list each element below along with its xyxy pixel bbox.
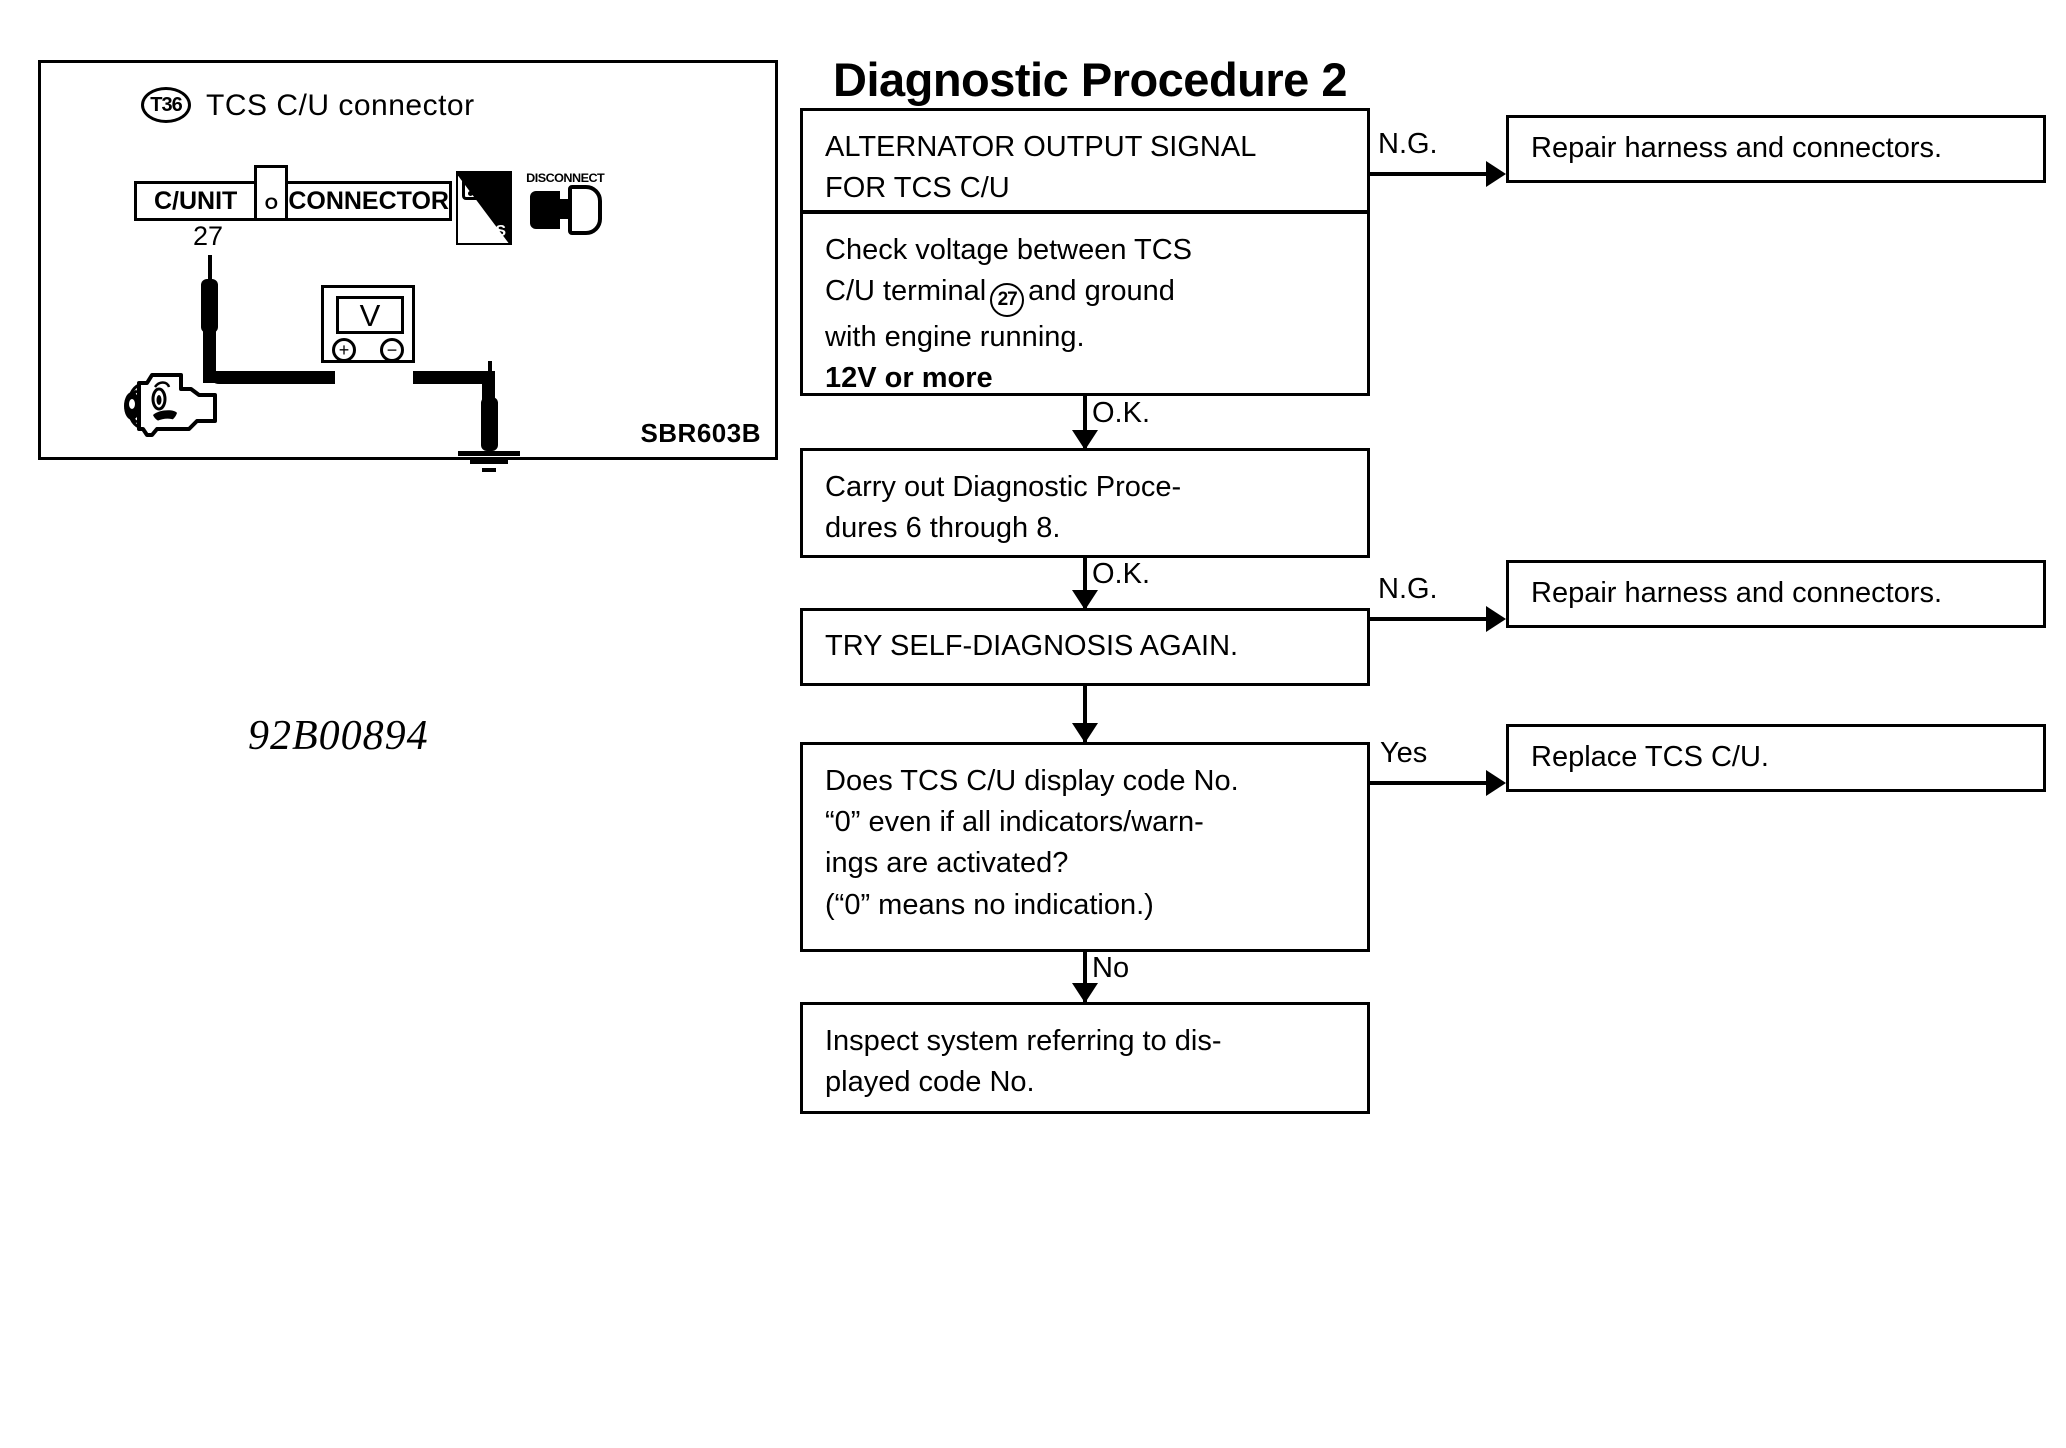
terminal-side-badge-icon: TS xyxy=(456,171,512,245)
ng1-line xyxy=(1370,172,1486,176)
figure-number: 92B00894 xyxy=(248,713,429,759)
illustration-panel: T36 TCS C/U connector C/UNIT O CONNECTOR… xyxy=(38,60,778,472)
connector-badge: T36 xyxy=(141,87,191,123)
connector-bar: C/UNIT O CONNECTOR xyxy=(134,165,452,221)
disconnect-female-plug-icon xyxy=(568,185,602,235)
yes-line xyxy=(1370,781,1486,785)
ts-badge-label: TS xyxy=(485,223,506,240)
step5-line1: Inspect system referring to dis- xyxy=(825,1025,1222,1057)
step1-header-line2: FOR TCS C/U xyxy=(825,172,1010,205)
illustration-figure-code: SBR603B xyxy=(640,418,761,448)
voltmeter-positive-terminal-icon: + xyxy=(332,338,356,362)
disconnect-male-plug-icon xyxy=(530,191,570,229)
badge-plug-icon xyxy=(462,178,490,200)
step4-line1: Does TCS C/U display code No. xyxy=(825,765,1239,797)
connector-bar-right-label: CONNECTOR xyxy=(288,186,449,215)
outcome3-box: Replace TCS C/U. xyxy=(1506,724,2046,792)
wire-positive-vertical xyxy=(203,331,216,383)
terminal-27-circle-icon: 27 xyxy=(990,282,1025,317)
no-line xyxy=(1083,952,1087,1004)
step1-body-line1: Check voltage between TCS xyxy=(825,234,1193,266)
page-title: Diagnostic Procedure 2 xyxy=(833,53,1348,106)
ng2-label: N.G. xyxy=(1378,573,1438,605)
yes-label: Yes xyxy=(1380,737,1428,769)
wire-positive-horizontal xyxy=(209,371,335,384)
connector-title: TCS C/U connector xyxy=(206,89,475,122)
yes-arrowhead xyxy=(1486,770,1506,796)
step4-line3: ings are activated? xyxy=(825,847,1069,880)
no-arrowhead xyxy=(1072,983,1098,1003)
voltmeter-negative-terminal-icon: − xyxy=(380,338,404,362)
step1-body-line2-before: C/U terminal xyxy=(825,275,987,308)
step1-header-box: ALTERNATOR OUTPUT SIGNAL FOR TCS C/U xyxy=(800,108,1370,213)
step1-body-line3: with engine running. xyxy=(825,320,1085,353)
ng2-line xyxy=(1370,617,1486,621)
wire-negative-horizontal xyxy=(413,371,495,384)
probe-positive-tip-icon xyxy=(208,255,212,283)
step4-decision-box: Does TCS C/U display code No. “0” even i… xyxy=(800,742,1370,952)
step4-line4: (“0” means no indication.) xyxy=(825,888,1154,921)
step5-line2: played code No. xyxy=(825,1066,1035,1099)
outcome1-box: Repair harness and connectors. xyxy=(1506,115,2046,183)
connector-bar-key-icon: O xyxy=(254,165,289,221)
ok2-arrowhead xyxy=(1072,590,1098,610)
step1-spec-value: 12V or more xyxy=(825,361,993,394)
step3-to-step4-arrowhead xyxy=(1072,723,1098,743)
outcome2-text: Repair harness and connectors. xyxy=(1531,577,1943,610)
step4-line2: “0” even if all indicators/warn- xyxy=(825,806,1204,839)
step2-line1: Carry out Diagnostic Proce- xyxy=(825,471,1182,503)
step2-line2: dures 6 through 8. xyxy=(825,512,1061,545)
ground-symbol-icon xyxy=(456,451,522,473)
engine-icon xyxy=(124,373,217,437)
step3-line1: TRY SELF-DIAGNOSIS AGAIN. xyxy=(825,630,1239,663)
voltmeter-display: V xyxy=(336,296,404,334)
ng2-arrowhead xyxy=(1486,606,1506,632)
step3-box: TRY SELF-DIAGNOSIS AGAIN. xyxy=(800,608,1370,686)
step3-to-step4-line xyxy=(1083,686,1087,744)
ok1-arrowhead xyxy=(1072,430,1098,450)
ok1-line xyxy=(1083,396,1087,452)
connector-bar-left-label: C/UNIT xyxy=(154,186,238,215)
disconnect-icon: DISCONNECT xyxy=(526,171,608,247)
outcome2-box: Repair harness and connectors. xyxy=(1506,560,2046,628)
ng1-label: N.G. xyxy=(1378,128,1438,160)
terminal-number-label: 27 xyxy=(193,221,224,251)
step5-box: Inspect system referring to dis- played … xyxy=(800,1002,1370,1114)
probe-positive-body-icon xyxy=(201,279,218,333)
outcome1-text: Repair harness and connectors. xyxy=(1531,132,1943,165)
disconnect-label: DISCONNECT xyxy=(526,171,605,185)
ng1-arrowhead xyxy=(1486,161,1506,187)
outcome3-text: Replace TCS C/U. xyxy=(1531,741,1769,774)
ok2-label: O.K. xyxy=(1092,558,1151,590)
probe-ground-tip-icon xyxy=(488,361,492,401)
no-label: No xyxy=(1092,952,1130,984)
step2-box: Carry out Diagnostic Proce- dures 6 thro… xyxy=(800,448,1370,558)
voltmeter: V + − xyxy=(321,285,415,363)
step1-header-line1: ALTERNATOR OUTPUT SIGNAL xyxy=(825,131,1257,163)
ok2-line xyxy=(1083,558,1087,610)
ok1-label: O.K. xyxy=(1092,397,1151,429)
step1-body-line2-after: and ground xyxy=(1028,275,1175,308)
probe-ground-body-icon xyxy=(481,397,498,451)
